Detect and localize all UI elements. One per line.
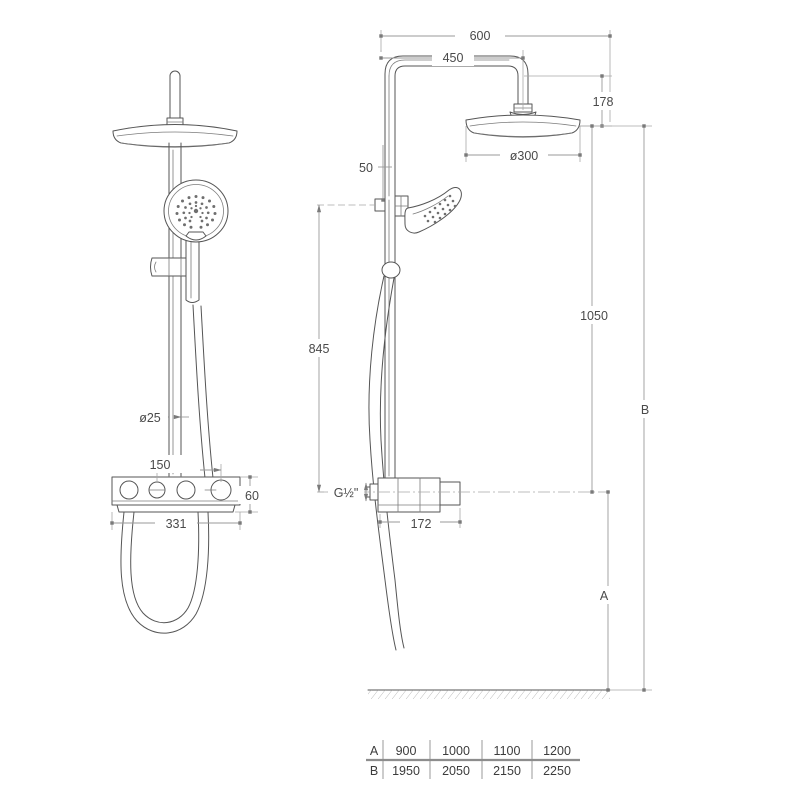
table-cell-a-1: 1000 xyxy=(442,744,470,758)
dim-450-label: 450 xyxy=(443,51,464,65)
dim-dia300-label: ø300 xyxy=(510,149,539,163)
variants-table: A 900 1000 1100 1200 B 1950 2050 2150 22… xyxy=(366,740,580,779)
table-cell-a-3: 1200 xyxy=(543,744,571,758)
side-riser-pipe xyxy=(384,195,396,479)
side-valve-body xyxy=(365,477,461,513)
dim-A: A xyxy=(592,490,616,692)
table-row-label-b: B xyxy=(370,764,378,778)
dim-50-label: 50 xyxy=(359,161,373,175)
dim-B: B xyxy=(600,124,656,692)
dim-150: 150 xyxy=(150,455,222,482)
front-hose-upper xyxy=(192,304,214,479)
dim-inlet-thread: G½" xyxy=(318,482,612,502)
dim-inlet-thread-label: G½" xyxy=(334,486,359,500)
dim-A-label: A xyxy=(600,589,609,603)
dim-172-label: 172 xyxy=(411,517,432,531)
dim-845-label: 845 xyxy=(309,342,330,356)
dim-dia25: ø25 xyxy=(134,408,189,426)
side-view xyxy=(365,55,611,699)
dim-50: 50 xyxy=(352,145,392,202)
dim-172: 172 xyxy=(378,508,462,532)
table-cell-a-0: 900 xyxy=(396,744,417,758)
dim-1050: 1050 xyxy=(573,124,615,494)
dim-B-label: B xyxy=(641,403,649,417)
side-hose-loop xyxy=(368,275,405,651)
table-cell-a-2: 1100 xyxy=(494,744,521,758)
dim-60-label: 60 xyxy=(245,489,259,503)
table-cell-b-1: 2050 xyxy=(442,764,470,778)
dim-331-label: 331 xyxy=(166,517,187,531)
dim-845: 845 xyxy=(299,204,376,493)
dim-1050-label: 1050 xyxy=(580,309,608,323)
dim-dia25-label: ø25 xyxy=(139,411,161,425)
front-wall-bracket xyxy=(150,257,187,277)
front-overhead-head xyxy=(112,124,238,148)
dim-178-label: 178 xyxy=(593,95,614,109)
side-spray-face xyxy=(423,194,457,224)
table-cell-b-3: 2250 xyxy=(543,764,571,778)
floor-line xyxy=(367,689,611,699)
dim-dia300: ø300 xyxy=(464,126,582,164)
dim-600: 600 xyxy=(379,26,612,122)
dim-331: 331 xyxy=(110,512,242,532)
dim-600-label: 600 xyxy=(470,29,491,43)
side-hand-shower xyxy=(404,187,462,234)
front-hose-loop xyxy=(120,511,210,634)
dim-450: 450 xyxy=(379,48,525,110)
dim-60: 60 xyxy=(235,475,266,514)
side-overhead-head xyxy=(465,103,581,138)
table-cell-b-0: 1950 xyxy=(392,764,420,778)
front-valve-body xyxy=(111,476,241,513)
front-spray-face xyxy=(175,195,217,229)
front-hand-shower xyxy=(163,179,229,303)
table-cell-b-2: 2150 xyxy=(493,764,521,778)
front-view xyxy=(111,70,241,634)
dim-150-label: 150 xyxy=(150,458,171,472)
side-hose-outlet xyxy=(381,261,401,279)
table-row-label-a: A xyxy=(370,744,379,758)
side-slide-bracket xyxy=(374,195,409,217)
